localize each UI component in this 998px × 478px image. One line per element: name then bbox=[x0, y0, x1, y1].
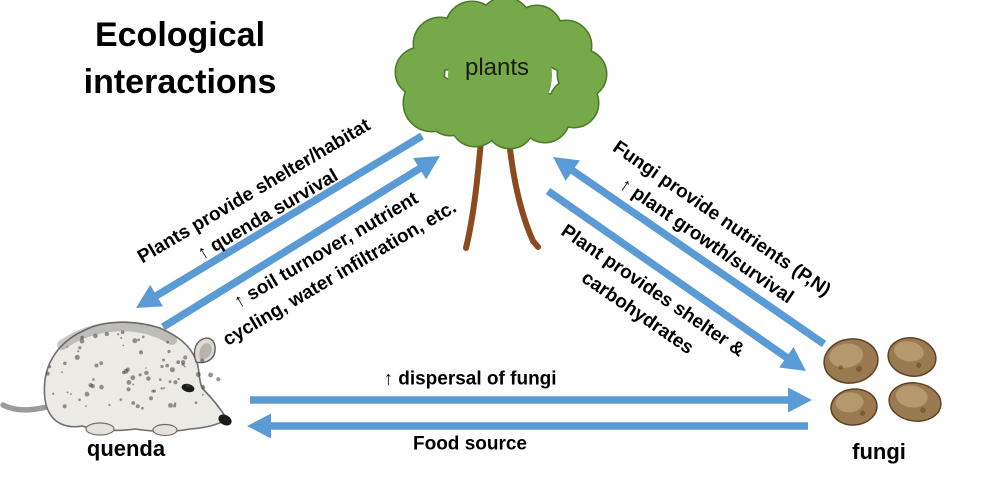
truffle bbox=[888, 382, 942, 422]
diagram-title: Ecological interactions bbox=[55, 12, 305, 106]
truffle bbox=[887, 337, 937, 377]
arrow-plants-to-fungi bbox=[545, 187, 806, 371]
quenda-nose bbox=[218, 414, 232, 426]
tree-trunk-left bbox=[463, 127, 485, 251]
quenda-body bbox=[43, 321, 229, 433]
arrow-fungi-to-plants bbox=[553, 157, 827, 348]
quenda-node-label: quenda bbox=[86, 436, 166, 461]
edge-label-quenda-to-fungi: ↑ dispersal of fungi bbox=[383, 368, 557, 390]
diagram-title-line2: interactions bbox=[83, 63, 277, 101]
tree-foliage-fill bbox=[396, 0, 606, 148]
arrow-quenda-to-plants bbox=[161, 156, 440, 331]
diagram-title-line1: Ecological bbox=[94, 16, 266, 54]
arrow-fungi-to-quenda bbox=[247, 413, 808, 439]
truffle bbox=[830, 388, 878, 426]
fungi-node-label: fungi bbox=[852, 439, 906, 464]
quenda-speckles bbox=[45, 330, 221, 410]
quenda-ear-inner bbox=[199, 343, 212, 360]
arrow-layer bbox=[136, 132, 827, 439]
quenda-front-foot bbox=[152, 423, 178, 437]
arrow-quenda-to-fungi bbox=[250, 387, 812, 413]
truffle bbox=[823, 338, 879, 384]
plants-node-label: plants bbox=[464, 54, 530, 81]
plants-tree-illustration bbox=[394, 0, 608, 251]
fungi-illustration bbox=[823, 337, 942, 426]
quenda-illustration bbox=[0, 321, 232, 437]
edge-label-fungi-to-quenda: Food source bbox=[412, 433, 528, 455]
quenda-hind-foot bbox=[85, 422, 115, 436]
quenda-back-shading bbox=[57, 321, 177, 350]
arrow-plants-to-quenda bbox=[136, 132, 424, 308]
quenda-eye bbox=[181, 383, 195, 393]
